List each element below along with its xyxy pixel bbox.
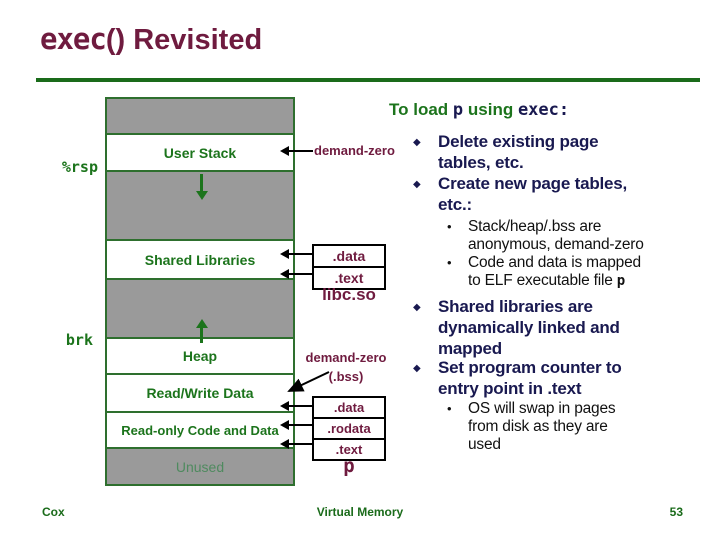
diamond-bullet-icon: ◆ <box>413 137 421 148</box>
memory-section-user-stack: User Stack <box>107 135 293 172</box>
round-bullet-icon: • <box>447 255 452 270</box>
memory-section-rw-data: Read/Write Data <box>107 375 293 413</box>
title-code-text: exec <box>40 22 107 56</box>
diamond-bullet-icon: ◆ <box>413 302 421 313</box>
round-bullet-icon: • <box>447 401 452 416</box>
libc-data-segment: .data <box>314 246 384 268</box>
bullet-text: Set program counter to entry point in .t… <box>438 358 622 398</box>
arrow-p-rodata-icon <box>280 420 312 430</box>
round-bullet-icon: • <box>447 219 452 234</box>
heading-code-p: p <box>452 100 464 120</box>
rsp-register-label: %rsp <box>61 158 98 176</box>
memory-section-top-gray <box>107 99 293 135</box>
section-heading: To load p using exec: <box>389 100 569 120</box>
demand-zero-stack-label: demand-zero <box>314 143 395 158</box>
bullet-text: Code and data is mapped to ELF executabl… <box>468 254 641 289</box>
heading-code-exec: exec: <box>517 100 570 120</box>
stack-grows-down-arrow-icon <box>194 174 209 200</box>
subbullet-os-swap-pages: • OS will swap in pages from disk as the… <box>447 400 713 454</box>
bullet-text: Delete existing page tables, etc. <box>438 132 599 172</box>
arrow-demand-zero-to-stack-icon <box>280 146 313 156</box>
bss-label: (.bss) <box>328 369 364 384</box>
diamond-bullet-icon: ◆ <box>413 363 421 374</box>
bullet-text: Create new page tables, etc.: <box>438 174 628 214</box>
subbullet-stack-heap-bss: • Stack/heap/.bss are anonymous, demand-… <box>447 218 713 254</box>
section-label: Heap <box>182 348 218 364</box>
footer-page-number: 53 <box>669 505 683 519</box>
libc-text-segment: .text <box>334 270 364 286</box>
executable-p-label: p <box>343 455 355 477</box>
libc-so-label: libc.so <box>322 285 376 304</box>
demand-zero-bss-label: demand-zero <box>305 350 387 365</box>
section-label: Read/Write Data <box>146 385 254 401</box>
section-label: Unused <box>175 458 225 475</box>
memory-section-heap: Heap <box>107 339 293 375</box>
arrow-p-data-icon <box>280 401 312 411</box>
bullet-text: OS will swap in pages from disk as they … <box>468 400 616 453</box>
arrow-p-text-icon <box>280 439 312 449</box>
heading-text: To load <box>389 100 453 119</box>
heading-text: using <box>463 100 518 119</box>
bullet-text: Stack/heap/.bss are anonymous, demand-ze… <box>468 218 644 253</box>
bullet-code-p: p <box>616 273 625 289</box>
p-text-segment: .text <box>335 442 363 457</box>
executable-segment-box: .data .rodata .text <box>312 396 386 461</box>
memory-section-ro-code-data: Read-only Code and Data <box>107 413 293 449</box>
footer-course: Virtual Memory <box>316 505 404 519</box>
subbullet-code-data-mapped: • Code and data is mapped to ELF executa… <box>447 254 713 290</box>
libc-segment-box: .data .text <box>312 244 386 290</box>
p-data-segment: .data <box>314 398 384 419</box>
section-label: Read-only Code and Data <box>121 422 279 438</box>
section-label: User Stack <box>163 144 237 161</box>
footer-author: Cox <box>42 505 65 519</box>
arrow-libc-text-icon <box>280 269 312 279</box>
bullet-text: Code and data is mapped to ELF executabl… <box>468 254 641 290</box>
brk-pointer-label: brk <box>65 331 93 349</box>
slide-title: exec() Revisited <box>40 22 262 57</box>
title-rest-text: () Revisited <box>105 24 263 56</box>
diamond-bullet-icon: ◆ <box>413 179 421 190</box>
memory-section-unused: Unused <box>107 449 293 484</box>
title-underline <box>36 78 700 82</box>
bullet-create-page-tables: ◆ Create new page tables, etc.: <box>413 173 709 215</box>
bullet-delete-page-tables: ◆ Delete existing page tables, etc. <box>413 131 709 173</box>
section-label: Shared Libraries <box>144 251 256 268</box>
p-rodata-segment: .rodata <box>314 419 384 440</box>
arrow-libc-data-icon <box>280 249 312 259</box>
bullet-text: Shared libraries are dynamically linked … <box>438 297 620 358</box>
memory-section-shared-libraries: Shared Libraries <box>107 241 293 280</box>
arrow-bss-diagonal-icon <box>287 371 330 392</box>
bullet-set-program-counter: ◆ Set program counter to entry point in … <box>413 357 709 399</box>
memory-map-diagram: User Stack Shared Libraries Heap Read/Wr… <box>105 97 295 486</box>
bullet-shared-libraries: ◆ Shared libraries are dynamically linke… <box>413 296 709 359</box>
heap-grows-up-arrow-icon <box>194 319 209 343</box>
